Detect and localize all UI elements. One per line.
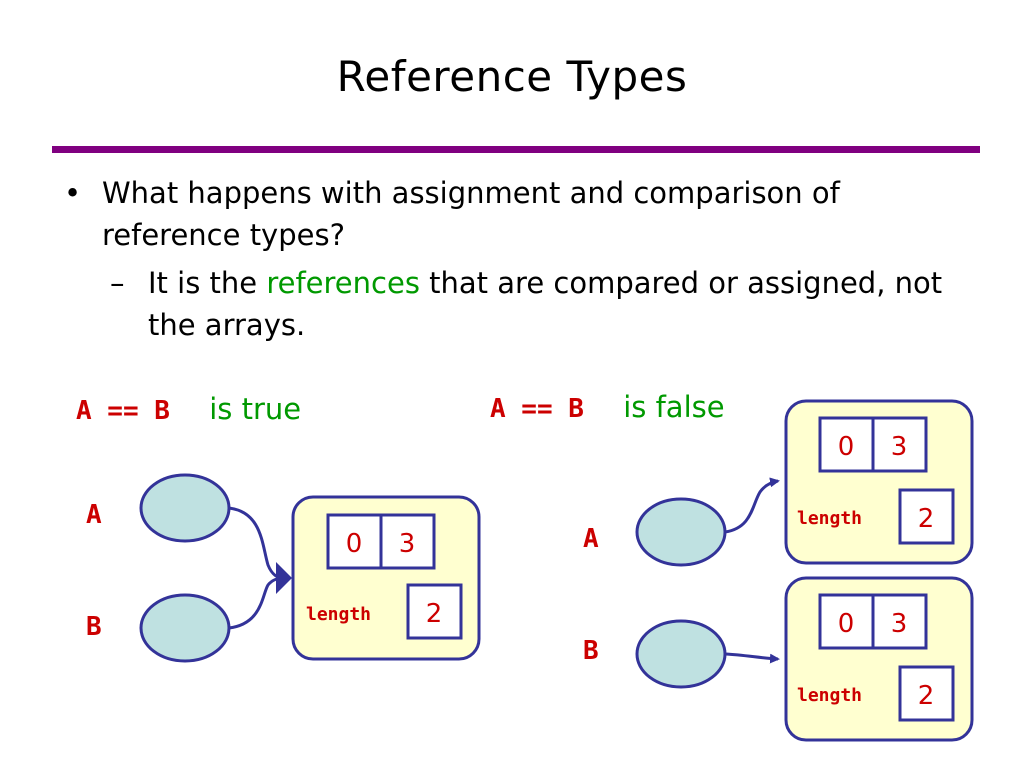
- left-label-b: B: [86, 612, 102, 642]
- left-arrow-b: [228, 576, 284, 630]
- left-length-value: 2: [426, 599, 443, 629]
- right-array-a-length-label: length: [797, 508, 862, 529]
- right-array-a-cell-1: 3: [891, 432, 908, 462]
- left-array-cell-0: 0: [346, 529, 363, 559]
- title-divider: [52, 146, 980, 153]
- bullet-sub-before: It is the: [148, 266, 267, 300]
- bullet-sub: – It is the references that are compared…: [60, 262, 960, 346]
- bullet-main: • What happens with assignment and compa…: [60, 172, 960, 256]
- bullet-sub-highlight: references: [266, 266, 420, 300]
- right-label-b: B: [583, 636, 599, 666]
- bullet-dash-icon: –: [110, 266, 125, 300]
- right-array-b-length-value: 2: [918, 681, 935, 711]
- bullet-dot-icon: •: [64, 176, 82, 210]
- left-label-a: A: [86, 500, 102, 530]
- right-ref-b-ellipse: [635, 619, 727, 689]
- right-array-b-length-box: [898, 665, 955, 722]
- right-array-a-length-value: 2: [918, 504, 935, 534]
- right-array-b-cell-1-box: [871, 593, 928, 650]
- left-array-cell-1: 3: [399, 529, 416, 559]
- right-code-expression: A == B: [490, 394, 584, 424]
- right-array-a-cell-1-box: [871, 416, 928, 473]
- right-array-b-length-label: length: [797, 685, 862, 706]
- bullet-sub-after: that are compared or assigned, not the a…: [148, 266, 943, 342]
- left-array-cell-1-box: [379, 513, 436, 570]
- bullet-list: • What happens with assignment and compa…: [60, 172, 960, 346]
- left-arrowhead-icon: [276, 562, 292, 594]
- right-arrow-b: [724, 652, 780, 664]
- right-array-a-cell-0-box: [818, 416, 875, 473]
- left-length-box: [406, 583, 463, 640]
- right-arrow-a: [724, 477, 780, 534]
- right-label-a: A: [583, 524, 599, 554]
- left-code-expression: A == B: [76, 396, 170, 426]
- right-array-b-cell-1: 3: [891, 609, 908, 639]
- slide-title: Reference Types: [336, 52, 688, 101]
- bullet-main-text: What happens with assignment and compari…: [102, 176, 840, 252]
- right-array-a-cell-0: 0: [838, 432, 855, 462]
- left-length-label: length: [306, 604, 371, 625]
- left-ref-b-ellipse: [139, 593, 231, 663]
- left-arrow-a: [228, 506, 284, 580]
- right-array-b-cell-0: 0: [838, 609, 855, 639]
- left-verdict: is true: [200, 392, 302, 426]
- right-array-a-length-box: [898, 488, 955, 545]
- left-ref-a-ellipse: [139, 473, 231, 543]
- right-verdict: is false: [614, 390, 725, 424]
- right-ref-a-ellipse: [635, 497, 727, 567]
